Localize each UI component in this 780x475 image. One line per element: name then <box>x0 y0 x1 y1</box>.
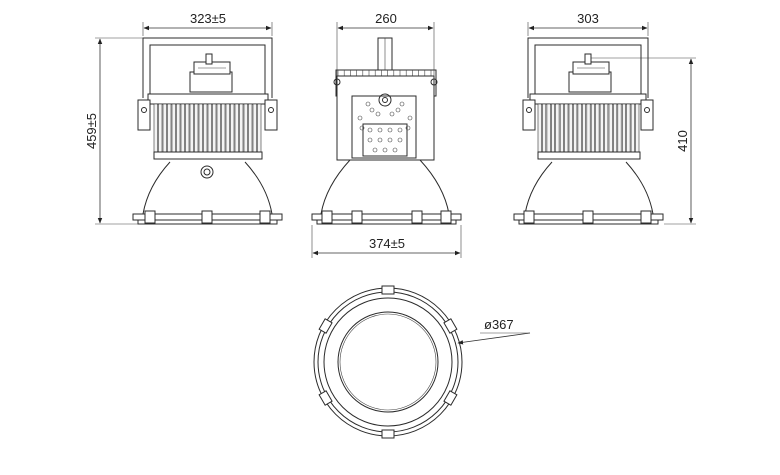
heatsink-fin <box>194 103 199 153</box>
led-dot <box>397 127 403 133</box>
heatsink-fin <box>550 103 555 153</box>
led-dot <box>367 127 373 133</box>
led-dot <box>359 125 365 131</box>
heatsink-fin <box>617 103 622 153</box>
right-width-label: 303 <box>577 11 599 26</box>
led-dot <box>377 137 383 143</box>
bottom-diameter-dimension: ø367 <box>457 317 531 345</box>
heatsink-fin <box>537 103 542 153</box>
heatsink-fin <box>581 103 586 153</box>
bottom-diameter-label: ø367 <box>484 317 514 332</box>
front-view <box>132 37 283 225</box>
heatsink-fin <box>559 103 564 153</box>
heatsink-fin <box>626 103 631 153</box>
heatsink-fin <box>198 103 203 153</box>
heatsink-fin <box>252 103 257 153</box>
heatsink-fin <box>221 103 226 153</box>
heatsink-fin <box>577 103 582 153</box>
heatsink-fin <box>176 103 181 153</box>
heatsink-fin <box>203 103 208 153</box>
heatsink-fin <box>239 103 244 153</box>
right-view <box>513 37 664 225</box>
led-dot <box>387 137 393 143</box>
rim-clip <box>443 318 458 334</box>
led-dot <box>367 137 373 143</box>
heatsink-fin <box>243 103 248 153</box>
led-dot <box>395 107 401 113</box>
front-width-label: 323±5 <box>190 11 226 26</box>
heatsink-fin <box>257 103 262 153</box>
heatsink-fin <box>171 103 176 153</box>
heatsink-fin <box>635 103 640 153</box>
heatsink-fin <box>158 103 163 153</box>
side-bottom-dimension: 374±5 <box>311 225 462 258</box>
led-dot <box>369 107 375 113</box>
heatsink-fin <box>542 103 547 153</box>
heatsink-fin <box>564 103 569 153</box>
heatsink-fin <box>586 103 591 153</box>
heatsink-fin <box>573 103 578 153</box>
rim-clip <box>381 429 395 439</box>
led-dot <box>382 147 388 153</box>
heatsink-fin <box>613 103 618 153</box>
heatsink-fin <box>621 103 626 153</box>
front-height-label: 459±5 <box>84 113 99 149</box>
led-dot <box>372 147 378 153</box>
led-dot <box>387 127 393 133</box>
heatsink-fin <box>599 103 604 153</box>
side-top-label: 260 <box>375 11 397 26</box>
led-dot <box>357 115 363 121</box>
led-dot <box>405 125 411 131</box>
heatsink-fin <box>234 103 239 153</box>
front-height-dimension: 459±5 <box>84 37 143 225</box>
heatsink-fin <box>216 103 221 153</box>
heatsink-fin <box>568 103 573 153</box>
heatsink-fin <box>212 103 217 153</box>
rim-clip <box>381 285 395 295</box>
led-dot <box>389 111 395 117</box>
led-dot <box>365 101 371 107</box>
side-view <box>311 37 462 225</box>
heatsink-fin <box>180 103 185 153</box>
heatsink-fin <box>167 103 172 153</box>
rim-clip <box>318 318 333 334</box>
heatsink-fin <box>225 103 230 153</box>
heatsink-fin <box>595 103 600 153</box>
led-dot <box>392 147 398 153</box>
front-width-dimension: 323±5 <box>142 11 273 36</box>
heatsink-fin <box>590 103 595 153</box>
heatsink-fin <box>153 103 158 153</box>
right-width-dimension: 303 <box>527 11 649 36</box>
heatsink-fin <box>608 103 613 153</box>
heatsink-fin <box>546 103 551 153</box>
rim-clip <box>443 390 458 406</box>
led-dot <box>399 101 405 107</box>
heatsink-fin <box>162 103 167 153</box>
heatsink-fin <box>248 103 253 153</box>
heatsink-fin <box>185 103 190 153</box>
heatsink-fin <box>604 103 609 153</box>
heatsink-fin <box>189 103 194 153</box>
bottom-view <box>313 285 463 439</box>
right-height-label: 410 <box>675 130 690 152</box>
heatsink-fin <box>555 103 560 153</box>
led-dot <box>397 137 403 143</box>
side-top-dimension: 260 <box>336 11 435 76</box>
heatsink-fin <box>630 103 635 153</box>
led-dot <box>377 127 383 133</box>
heatsink-fin <box>207 103 212 153</box>
right-height-dimension: 410 <box>591 57 696 225</box>
led-dot <box>407 115 413 121</box>
side-bottom-label: 374±5 <box>369 236 405 251</box>
heatsink-fin <box>230 103 235 153</box>
led-dot <box>375 111 381 117</box>
rim-clip <box>318 390 333 406</box>
